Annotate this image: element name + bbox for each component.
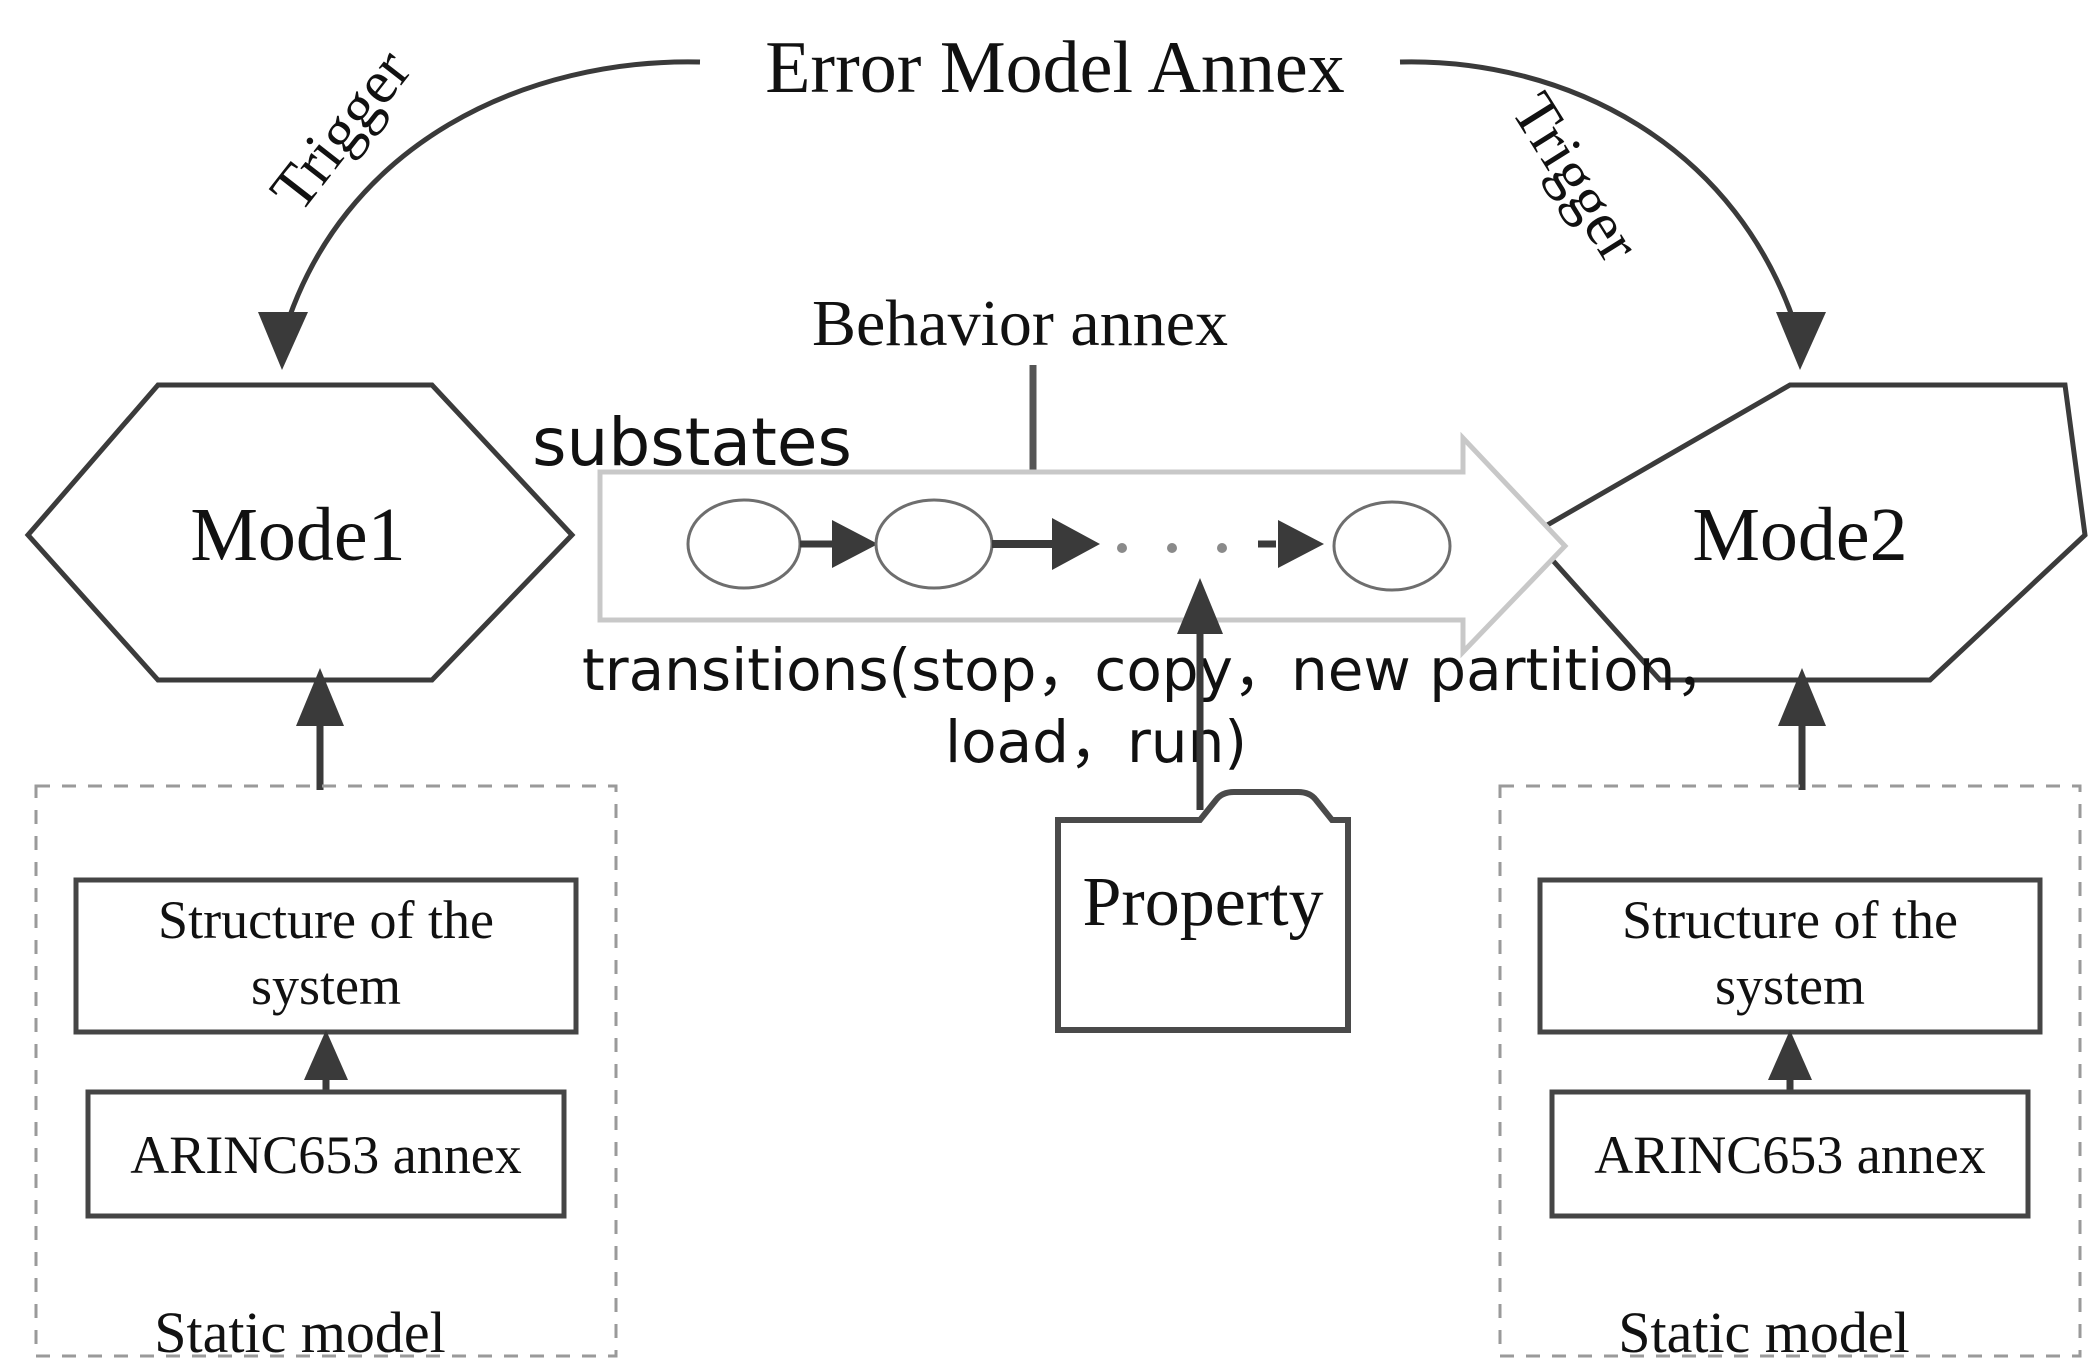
structure-of-system-line2-left: system — [251, 956, 401, 1016]
structure-of-system-line2-right: system — [1715, 956, 1865, 1016]
structure-of-system-line1-right: Structure of the — [1622, 890, 1958, 950]
structure-of-system-line1-left: Structure of the — [158, 890, 494, 950]
ellipsis-dot-1 — [1117, 543, 1127, 553]
substates-label: substates — [532, 404, 852, 481]
substate-chain — [686, 498, 1452, 592]
trigger-arc-right — [1399, 59, 1826, 370]
structure-of-system-rect-right[interactable] — [1537, 877, 2043, 1035]
mode1-static-model-arrow — [296, 668, 344, 790]
mode1-label: Mode1 — [190, 493, 405, 577]
arinc653-annex-label-left: ARINC653 annex — [130, 1125, 521, 1185]
arinc653-annex-box-left[interactable]: ARINC653 annex — [85, 1089, 567, 1219]
substate-arrow-3-head — [1278, 520, 1324, 568]
mode1-static-arrow-head — [296, 668, 344, 726]
substate-1 — [686, 498, 802, 590]
arinc-arrow-head-left — [304, 1030, 348, 1080]
property-label: Property — [1082, 864, 1323, 941]
static-model-left-caption-mask — [124, 1330, 474, 1338]
arinc653-annex-rect-right[interactable] — [1549, 1089, 2031, 1219]
trigger-right-path — [1399, 59, 1803, 341]
substate-2 — [874, 498, 994, 590]
property-connector — [1177, 578, 1223, 810]
static-model-left: Structure of the system ARINC653 annex S… — [34, 784, 618, 1365]
arinc-to-structure-arrow-right — [1768, 1030, 1812, 1090]
arinc-to-structure-arrow-left — [304, 1030, 348, 1090]
trigger-left-arrowhead — [258, 312, 308, 370]
static-model-right: Structure of the system ARINC653 annex S… — [1498, 784, 2082, 1365]
property-shape[interactable] — [1055, 789, 1351, 1033]
arinc653-annex-label-right: ARINC653 annex — [1594, 1125, 1985, 1185]
arinc-arrow-head-right — [1768, 1030, 1812, 1080]
transitions-label-line1: transitions(stop，copy，new partition， — [582, 636, 1733, 704]
property-connector-arrowhead — [1177, 578, 1223, 634]
mode1-hexagon[interactable]: Mode1 — [24, 382, 576, 683]
structure-of-system-box-right[interactable]: Structure of the system — [1537, 877, 2043, 1035]
static-model-right-border — [1498, 784, 2082, 1358]
mode1-hexagon-shape[interactable] — [24, 382, 576, 683]
static-model-right-caption: Static model — [1618, 1300, 1910, 1365]
error-model-annex-title: Error Model Annex — [765, 27, 1345, 109]
trigger-left-label: Trigger — [257, 37, 424, 224]
ellipsis-dot-2 — [1167, 543, 1177, 553]
trigger-arc-left — [258, 59, 701, 370]
mode2-hexagon[interactable]: Mode2 — [1526, 382, 2088, 683]
mode2-static-model-arrow — [1778, 668, 1826, 790]
trigger-left-path — [279, 59, 701, 341]
trigger-right-arrowhead — [1776, 312, 1826, 370]
substate-arrow-2-head — [1052, 518, 1100, 570]
substate-arrow-1-head — [832, 520, 878, 568]
mode2-label: Mode2 — [1692, 493, 1907, 577]
arinc653-annex-box-right[interactable]: ARINC653 annex — [1549, 1089, 2031, 1219]
static-model-right-caption-mask — [1588, 1330, 1938, 1338]
static-model-left-border — [34, 784, 618, 1358]
structure-of-system-box-left[interactable]: Structure of the system — [73, 877, 579, 1035]
property-node[interactable]: Property — [1055, 789, 1351, 1033]
mode2-static-arrow-head — [1778, 668, 1826, 726]
trigger-right-label: Trigger — [1498, 81, 1653, 273]
arinc653-annex-rect-left[interactable] — [85, 1089, 567, 1219]
ellipsis-dot-3 — [1217, 543, 1227, 553]
substate-3 — [1332, 500, 1452, 592]
static-model-left-caption: Static model — [154, 1300, 446, 1365]
behavior-annex-label: Behavior annex — [812, 287, 1228, 360]
